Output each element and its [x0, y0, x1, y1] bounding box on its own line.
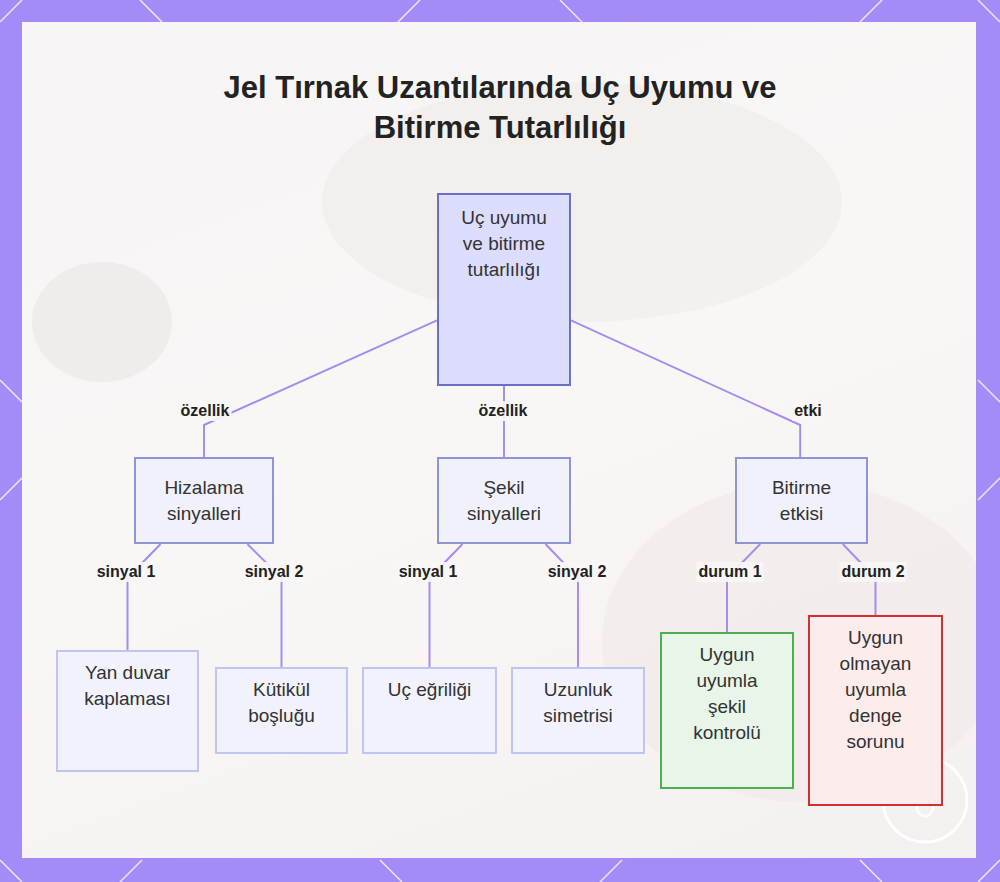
node-text: Uç uyumu ve bitirme tutarlılığı — [453, 205, 555, 283]
node-text: Hizalama sinyalleri — [150, 475, 258, 527]
node-text: Uç eğriliği — [388, 677, 471, 703]
edge-label: sinyal 1 — [95, 562, 158, 582]
connector-line — [128, 544, 161, 650]
outcome-good-box: Uygun uyumla şekil kontrolü — [660, 632, 794, 789]
category-box: Şekil sinyalleri — [437, 457, 571, 544]
node-text: Yan duvar kaplaması — [72, 660, 183, 712]
node-text: Kütikül boşluğu — [231, 677, 332, 729]
node-text: Uygun uyumla şekil kontrolü — [684, 642, 770, 746]
signal-box: Uzunluk simetrisi — [511, 667, 645, 754]
connector-line — [503, 386, 505, 457]
signal-box: Kütikül boşluğu — [215, 667, 348, 754]
edge-label: durum 1 — [696, 562, 763, 582]
edge-label: sinyal 1 — [397, 562, 460, 582]
signal-box: Uç eğriliği — [362, 667, 497, 754]
node-text: Şekil sinyalleri — [453, 475, 555, 527]
connector-line — [571, 320, 800, 457]
connector-line — [204, 320, 437, 457]
signal-box: Yan duvar kaplaması — [56, 650, 199, 772]
category-box: Bitirme etkisi — [735, 457, 868, 544]
diagram-title: Jel Tırnak Uzantılarında Uç Uyumu ve Bit… — [180, 68, 820, 148]
node-text: Uygun olmayan uyumla denge sorunu — [832, 625, 919, 755]
node-text: Bitirme etkisi — [751, 475, 852, 527]
node-text: Uzunluk simetrisi — [527, 677, 629, 729]
edge-label: özellik — [179, 401, 232, 421]
category-box: Hizalama sinyalleri — [134, 457, 274, 544]
root-box: Uç uyumu ve bitirme tutarlılığı — [437, 193, 571, 386]
edge-label: durum 2 — [839, 562, 906, 582]
edge-label: özellik — [477, 401, 530, 421]
edge-label: etki — [792, 401, 824, 421]
outcome-bad-box: Uygun olmayan uyumla denge sorunu — [808, 615, 943, 806]
edge-label: sinyal 2 — [243, 562, 306, 582]
connector-line — [727, 544, 760, 632]
edge-label: sinyal 2 — [546, 562, 609, 582]
